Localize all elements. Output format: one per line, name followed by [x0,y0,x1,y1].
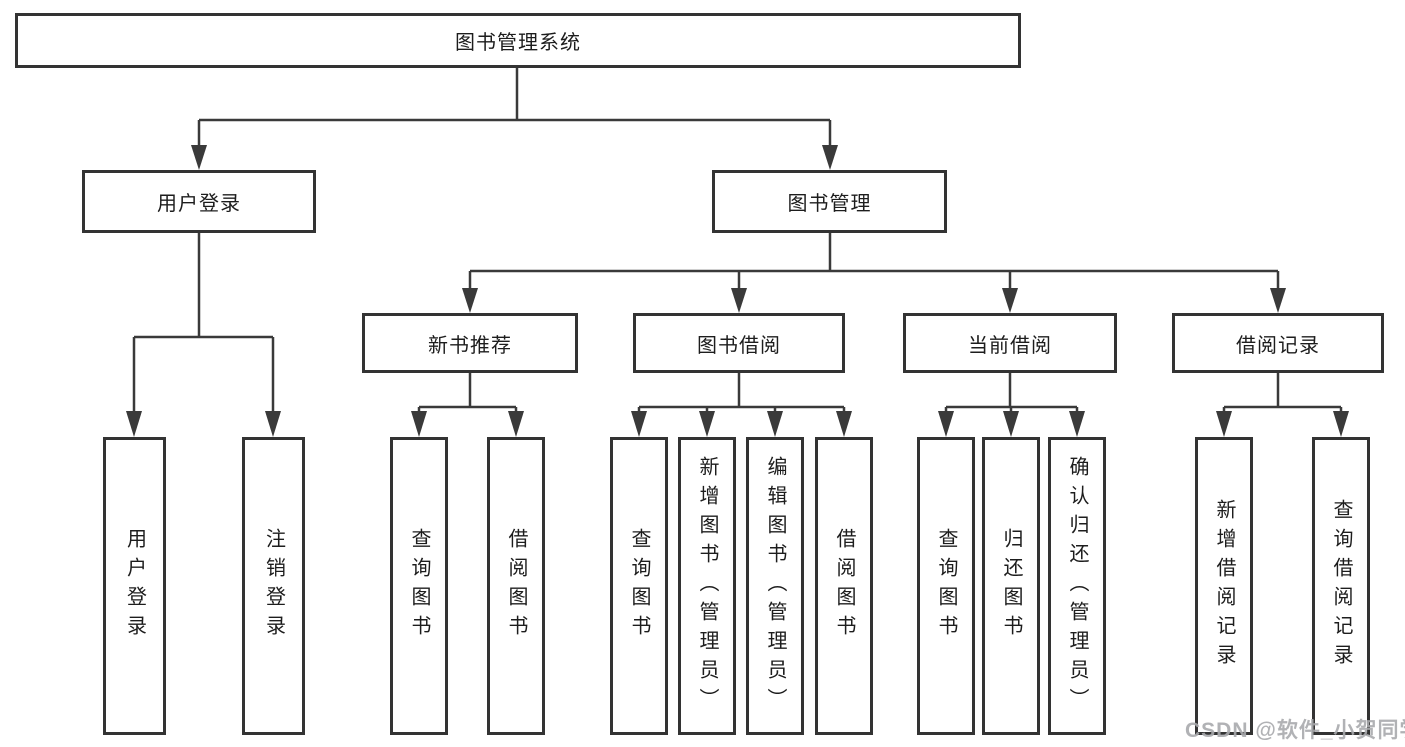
leaf-logout: 注销登录 [242,437,305,735]
leaf-borrow-books-recommend: 借阅图书 [487,437,545,735]
leaf-return-books: 归还图书 [982,437,1040,735]
node-current-borrowing: 当前借阅 [903,313,1117,373]
node-user-login: 用户登录 [82,170,316,233]
csdn-watermark: CSDN @软件_小贺同学 [1185,719,1405,742]
leaf-add-books-admin: 新增图书（管理员） [678,437,736,735]
node-borrowing-records: 借阅记录 [1172,313,1384,373]
leaf-add-borrow-record: 新增借阅记录 [1195,437,1253,735]
leaf-user-login: 用户登录 [103,437,166,735]
leaf-query-books-recommend: 查询图书 [390,437,448,735]
leaf-query-books-borrowing: 查询图书 [610,437,668,735]
node-book-management: 图书管理 [712,170,947,233]
leaf-query-borrow-record: 查询借阅记录 [1312,437,1370,735]
leaf-borrow-books: 借阅图书 [815,437,873,735]
leaf-query-books-current: 查询图书 [917,437,975,735]
leaf-edit-books-admin: 编辑图书（管理员） [746,437,804,735]
arrowhead-icons [126,145,1349,437]
node-root-system: 图书管理系统 [15,13,1021,68]
leaf-confirm-return-admin: 确认归还（管理员） [1048,437,1106,735]
node-new-book-recommend: 新书推荐 [362,313,578,373]
node-book-borrowing: 图书借阅 [633,313,845,373]
